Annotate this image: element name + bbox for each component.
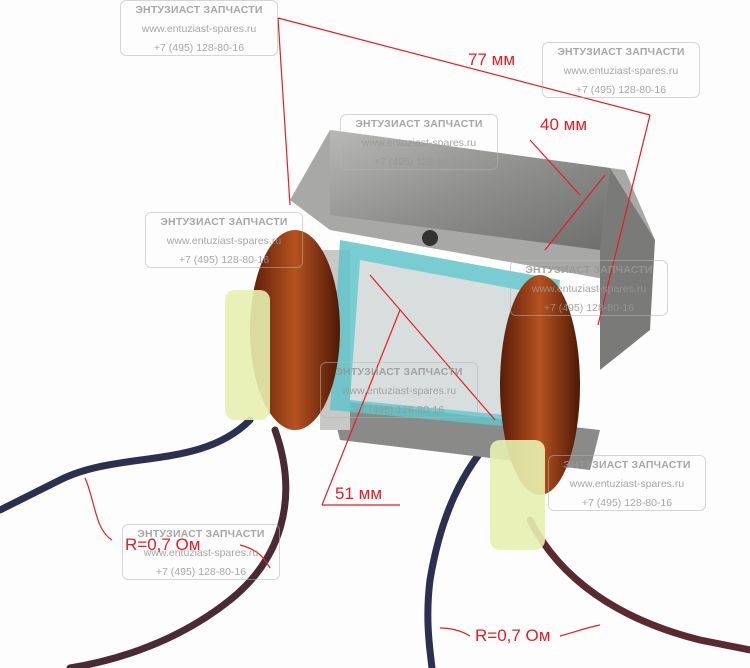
length-dimension-label: 77 мм <box>468 50 516 69</box>
watermark: ЭНТУЗИАСТ ЗАПЧАСТИ www.entuziast-spares.r… <box>542 42 700 98</box>
watermark: ЭНТУЗИАСТ ЗАПЧАСТИ www.entuziast-spares.r… <box>510 260 668 316</box>
watermark-site: www.entuziast-spares.ru <box>166 235 282 247</box>
watermark-site: www.entuziast-spares.ru <box>143 547 259 559</box>
watermark-site: www.entuziast-spares.ru <box>361 137 477 149</box>
watermark-site: www.entuziast-spares.ru <box>531 283 647 295</box>
watermark-name: ЭНТУЗИАСТ ЗАПЧАСТИ <box>160 216 288 228</box>
dimension-lines <box>84 17 651 637</box>
right-resistance-label: R=0,7 Ом <box>475 626 551 645</box>
watermark-name: ЭНТУЗИАСТ ЗАПЧАСТИ <box>557 46 685 58</box>
left-resistance-label: R=0,7 Ом <box>125 535 201 554</box>
watermark: ЭНТУЗИАСТ ЗАПЧАСТИ www.entuziast-spares.r… <box>122 524 280 580</box>
left-coil <box>250 230 340 430</box>
watermark-name: ЭНТУЗИАСТ ЗАПЧАСТИ <box>335 366 463 378</box>
watermark-phone: +7 (495) 128-80-16 <box>353 404 445 416</box>
watermark-name: ЭНТУЗИАСТ ЗАПЧАСТИ <box>355 118 483 130</box>
watermark-phone: +7 (495) 128-80-16 <box>178 254 270 266</box>
watermark: ЭНТУЗИАСТ ЗАПЧАСТИ www.entuziast-spares.r… <box>145 212 303 268</box>
watermark-name: ЭНТУЗИАСТ ЗАПЧАСТИ <box>563 459 691 471</box>
watermark: ЭНТУЗИАСТ ЗАПЧАСТИ www.entuziast-spares.r… <box>320 362 478 418</box>
watermark-phone: +7 (495) 128-80-16 <box>155 566 247 578</box>
watermark-site: www.entuziast-spares.ru <box>563 65 679 77</box>
watermark-name: ЭНТУЗИАСТ ЗАПЧАСТИ <box>525 264 653 276</box>
watermark: ЭНТУЗИАСТ ЗАПЧАСТИ www.entuziast-spares.r… <box>120 0 278 56</box>
width-dimension-label: 40 мм <box>540 115 588 134</box>
watermark-phone: +7 (495) 128-80-16 <box>153 42 245 54</box>
watermark-phone: +7 (495) 128-80-16 <box>575 84 667 96</box>
watermark-phone: +7 (495) 128-80-16 <box>543 302 635 314</box>
watermark-name: ЭНТУЗИАСТ ЗАПЧАСТИ <box>137 528 265 540</box>
watermark-site: www.entuziast-spares.ru <box>569 478 685 490</box>
watermark-phone: +7 (495) 128-80-16 <box>581 497 673 509</box>
inner-dimension-label: 51 мм <box>335 484 383 503</box>
watermark-site: www.entuziast-spares.ru <box>341 385 457 397</box>
watermark-phone: +7 (495) 128-80-16 <box>373 156 465 168</box>
watermark: ЭНТУЗИАСТ ЗАПЧАСТИ www.entuziast-spares.r… <box>340 114 498 170</box>
watermark-name: ЭНТУЗИАСТ ЗАПЧАСТИ <box>135 4 263 16</box>
watermark: ЭНТУЗИАСТ ЗАПЧАСТИ www.entuziast-spares.r… <box>548 455 706 511</box>
watermark-site: www.entuziast-spares.ru <box>141 23 257 35</box>
